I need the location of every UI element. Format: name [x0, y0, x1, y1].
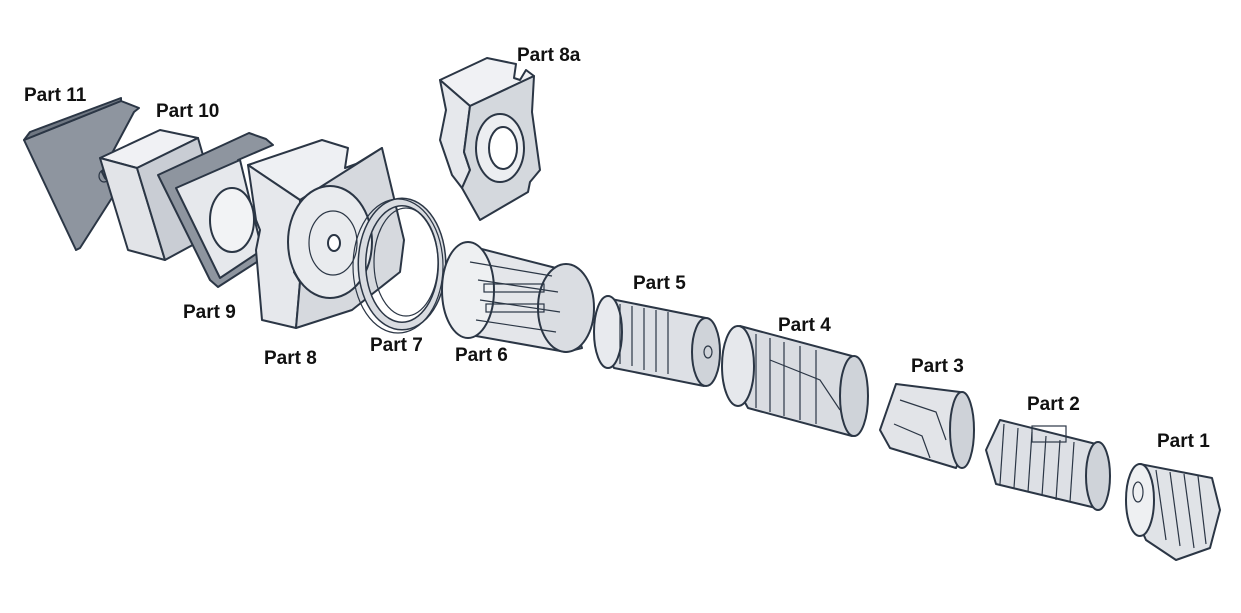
- part-9-label: Part 9: [183, 302, 236, 323]
- part-2-label: Part 2: [1027, 394, 1080, 415]
- part-7-ring: [352, 197, 447, 334]
- part-4-label: Part 4: [778, 315, 831, 336]
- part-9-frame: [157, 132, 274, 288]
- part-6-cage: [441, 241, 595, 353]
- part-8a-label: Part 8a: [517, 45, 581, 66]
- part-4-cylinder: [721, 325, 869, 437]
- part-7-label: Part 7: [370, 335, 423, 356]
- part-6-label: Part 6: [455, 345, 508, 366]
- part-8-label: Part 8: [264, 348, 317, 369]
- part-8a-block: [439, 57, 541, 221]
- part-1-label: Part 1: [1157, 431, 1210, 452]
- part-5-cylinder: [593, 295, 721, 387]
- part-2-cylinder: [985, 419, 1111, 511]
- part-8-block: [247, 139, 405, 329]
- part-3-label: Part 3: [911, 356, 964, 377]
- part-11-plate: [23, 97, 140, 251]
- part-11-label: Part 11: [24, 85, 87, 106]
- part-10-label: Part 10: [156, 101, 220, 122]
- part-1-cone: [1125, 463, 1221, 561]
- part-3-cylinder: [879, 383, 975, 469]
- part-5-label: Part 5: [633, 273, 686, 294]
